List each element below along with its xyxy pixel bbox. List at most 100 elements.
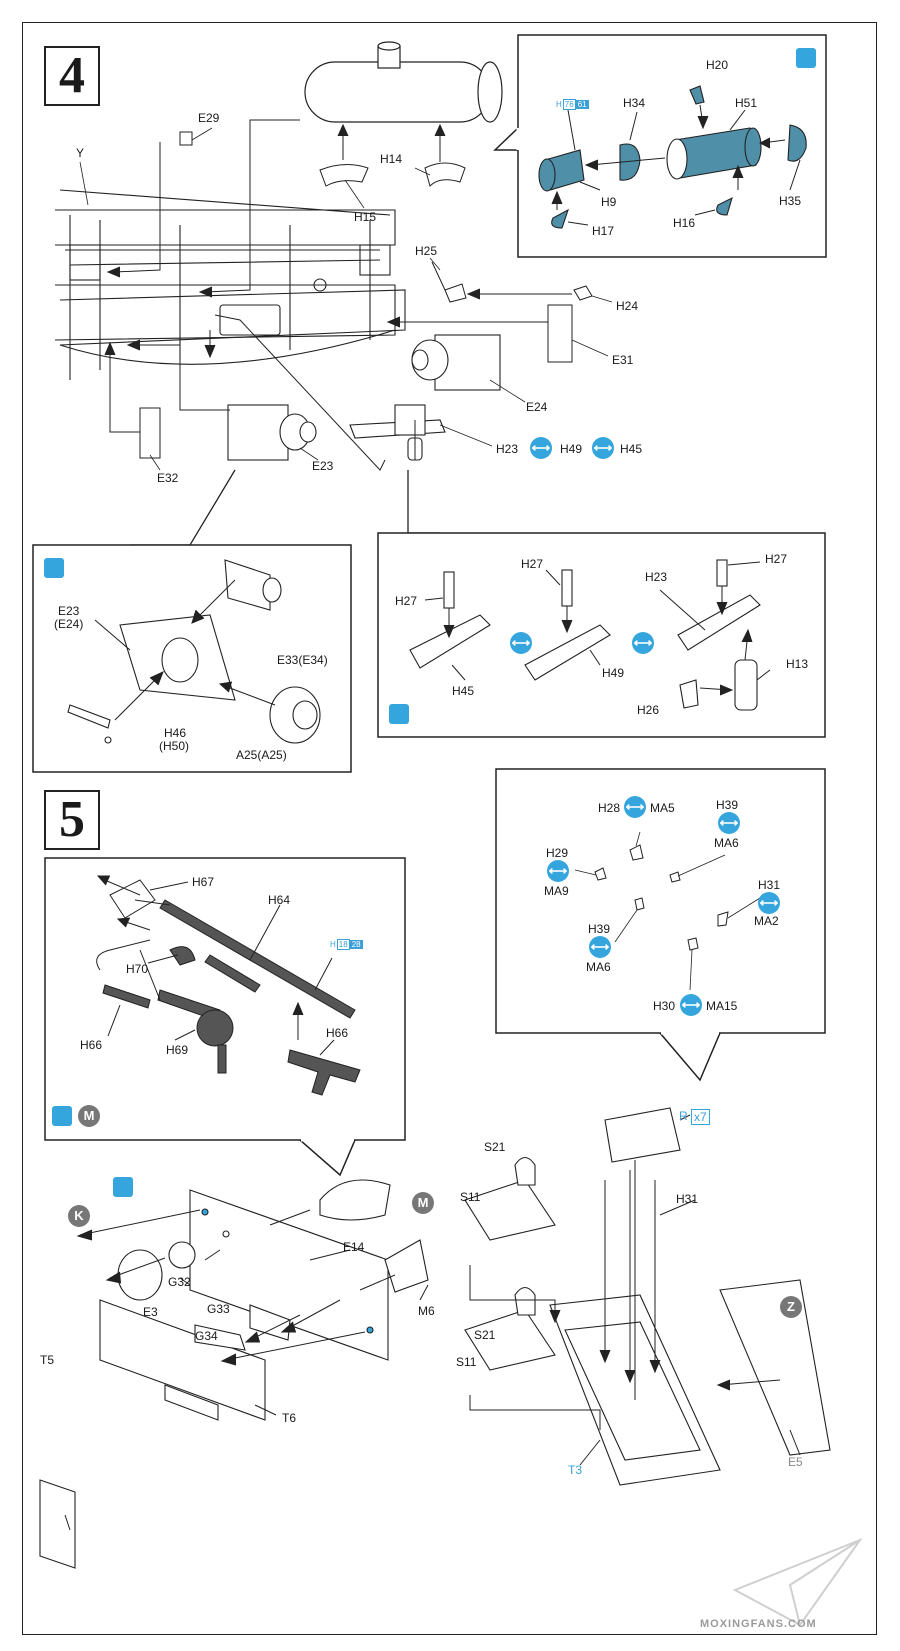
hull-plate-arrows — [64, 1209, 429, 1531]
label-e23-inset: E23 — [58, 604, 80, 618]
label-s21: S21 — [484, 1140, 506, 1154]
label-h20: H20 — [706, 58, 729, 72]
swap-icon: ⟷ — [589, 936, 611, 958]
inset-muffler-parts — [538, 85, 807, 229]
watermark-plane — [732, 1537, 863, 1627]
label-g34: G34 — [195, 1329, 218, 1343]
label-h16: H16 — [673, 216, 696, 230]
marker-m: M — [78, 1105, 100, 1127]
inset-muffler-arrows — [551, 104, 801, 226]
label-h27: H27 — [521, 557, 544, 571]
hull-plate-assembly — [39, 1179, 429, 1569]
paint-icon — [389, 704, 409, 724]
swap-icon: ⟷ — [592, 437, 614, 459]
label-ma9: MA9 — [544, 884, 569, 898]
label-h34: H34 — [623, 96, 646, 110]
label-h45: H45 — [620, 442, 643, 456]
label-ma15: MA15 — [706, 999, 738, 1013]
label-e24-alt: (E24) — [54, 617, 84, 631]
paint-icon — [52, 1106, 72, 1126]
label-h46: H46 — [164, 726, 187, 740]
label-h49: H49 — [560, 442, 583, 456]
label-e23: E23 — [312, 459, 334, 473]
watermark-text: MOXINGFANS.COM — [700, 1618, 817, 1630]
swap-icon: ⟷ — [530, 437, 552, 459]
label-ma6: MA6 — [586, 960, 611, 974]
label-e33: E33(E34) — [277, 653, 328, 667]
label-e14: E14 — [343, 1240, 365, 1254]
marker-m: M — [412, 1192, 434, 1214]
label-e24: E24 — [526, 400, 548, 414]
e23-part — [227, 404, 317, 461]
label-h27: H27 — [395, 594, 418, 608]
label-e31: E31 — [612, 353, 634, 367]
chassis-frame — [54, 189, 406, 380]
label-h67: H67 — [192, 875, 215, 889]
swap-icon: ⟷ — [680, 994, 702, 1016]
label-h25: H25 — [415, 244, 438, 258]
page-frame — [22, 22, 877, 1635]
label-y: Y — [76, 146, 85, 160]
label-a25: A25(A25) — [236, 748, 287, 762]
inset-small-leaders — [574, 831, 761, 991]
label-h35: H35 — [779, 194, 802, 208]
leaders-step4 — [79, 127, 613, 471]
swap-icon: ⟷ — [547, 860, 569, 882]
label-h27: H27 — [765, 552, 788, 566]
label-h49-inset: H49 — [602, 666, 625, 680]
label-h13: H13 — [786, 657, 809, 671]
label-t5: T5 — [40, 1353, 55, 1367]
label-h15: H15 — [354, 210, 377, 224]
muffler-part — [304, 41, 503, 123]
swap-icon: ⟷ — [624, 796, 646, 818]
small-parts-step4 — [139, 131, 593, 459]
label-e32: E32 — [157, 471, 179, 485]
arrows-step4 — [104, 119, 572, 471]
inset-bracket-parts — [409, 559, 761, 711]
label-ma2: MA2 — [754, 914, 779, 928]
label-h24: H24 — [616, 299, 639, 313]
label-h14: H14 — [380, 152, 403, 166]
marker-k: K — [68, 1205, 90, 1227]
inset-gearbox-arrows — [94, 579, 276, 721]
label-s21: S21 — [474, 1328, 496, 1342]
label-h64: H64 — [268, 893, 291, 907]
label-h45-inset: H45 — [452, 684, 475, 698]
inset-mg-arrows — [96, 875, 335, 1056]
step-4-number: 4 — [44, 46, 100, 106]
label-h69: H69 — [166, 1043, 189, 1057]
label-h31-small: H31 — [758, 878, 781, 892]
floor-plate-arrows — [469, 1114, 801, 1466]
label-e29: E29 — [198, 111, 220, 125]
label-t3: T3 — [568, 1463, 583, 1477]
marker-z: Z — [780, 1296, 802, 1318]
h23-part — [349, 404, 446, 461]
label-g32: G32 — [168, 1275, 191, 1289]
swap-icon: ⟷ — [632, 632, 654, 654]
paint-icon — [796, 48, 816, 68]
e24-part — [411, 334, 501, 391]
label-m6: M6 — [418, 1304, 435, 1318]
label-h39: H39 — [716, 798, 739, 812]
label-h23-inset: H23 — [645, 570, 668, 584]
label-h51: H51 — [735, 96, 758, 110]
inset-small-parts — [594, 844, 729, 951]
label-h66: H66 — [80, 1038, 103, 1052]
label-r: R — [679, 1109, 688, 1123]
label-ma6: MA6 — [714, 836, 739, 850]
label-h70: H70 — [126, 962, 149, 976]
inset-bracket-arrows — [424, 561, 771, 696]
label-h39: H39 — [588, 922, 611, 936]
label-h66: H66 — [326, 1026, 349, 1040]
label-s11: S11 — [456, 1355, 477, 1369]
label-g33: G33 — [207, 1302, 230, 1316]
label-h31: H31 — [676, 1192, 699, 1206]
label-h26: H26 — [637, 703, 660, 717]
swap-icon: ⟷ — [718, 812, 740, 834]
label-h30: H30 — [653, 999, 676, 1013]
label-s11: S11 — [460, 1190, 481, 1204]
inset-mg-panel — [44, 857, 406, 1141]
